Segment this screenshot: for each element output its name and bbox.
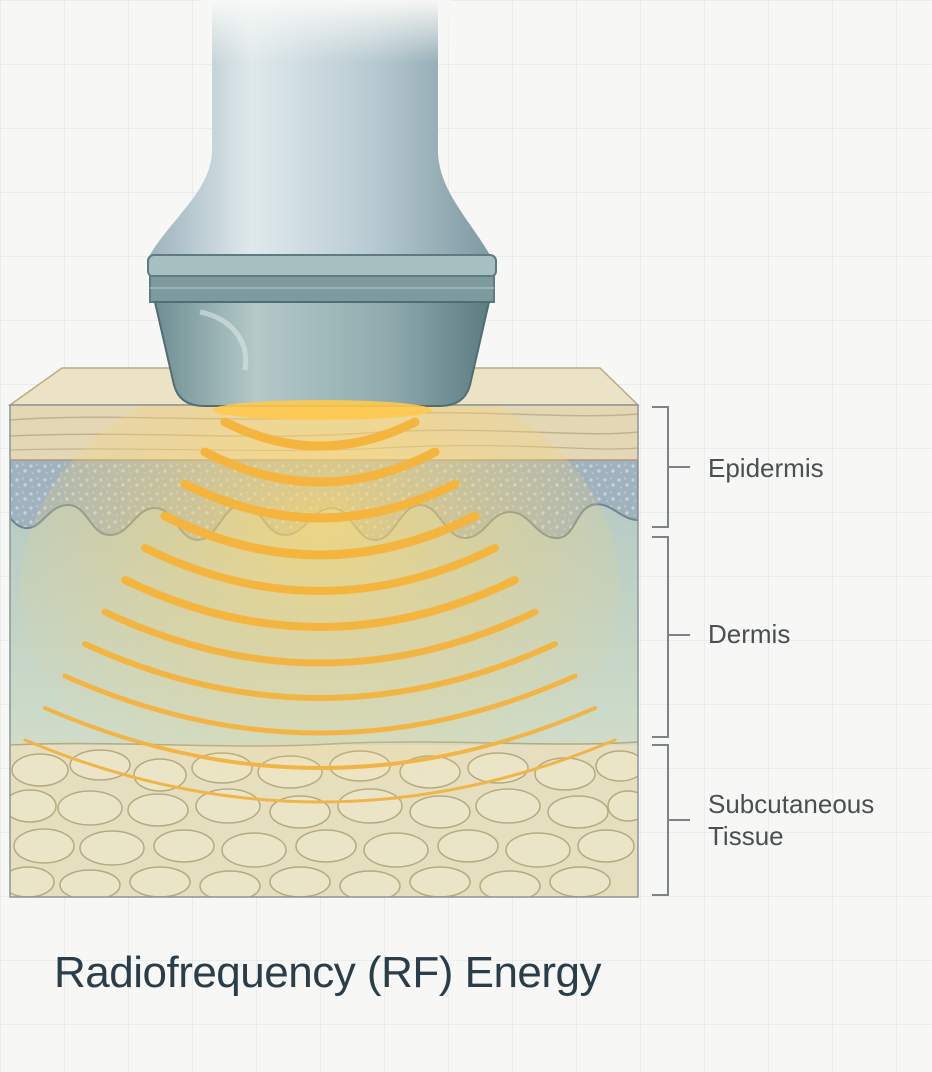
- skin-cross-section: [7, 367, 640, 898]
- rf-probe-icon: [147, 0, 497, 420]
- subcutaneous-tissue-label: Subcutaneous Tissue: [708, 789, 875, 851]
- rf-wave-arcs: [23, 417, 617, 804]
- dermis-label: Dermis: [708, 619, 791, 649]
- epidermis-label: Epidermis: [708, 453, 824, 483]
- diagram-title: Radiofrequency (RF) Energy: [54, 948, 602, 997]
- layer-brackets: [652, 406, 690, 896]
